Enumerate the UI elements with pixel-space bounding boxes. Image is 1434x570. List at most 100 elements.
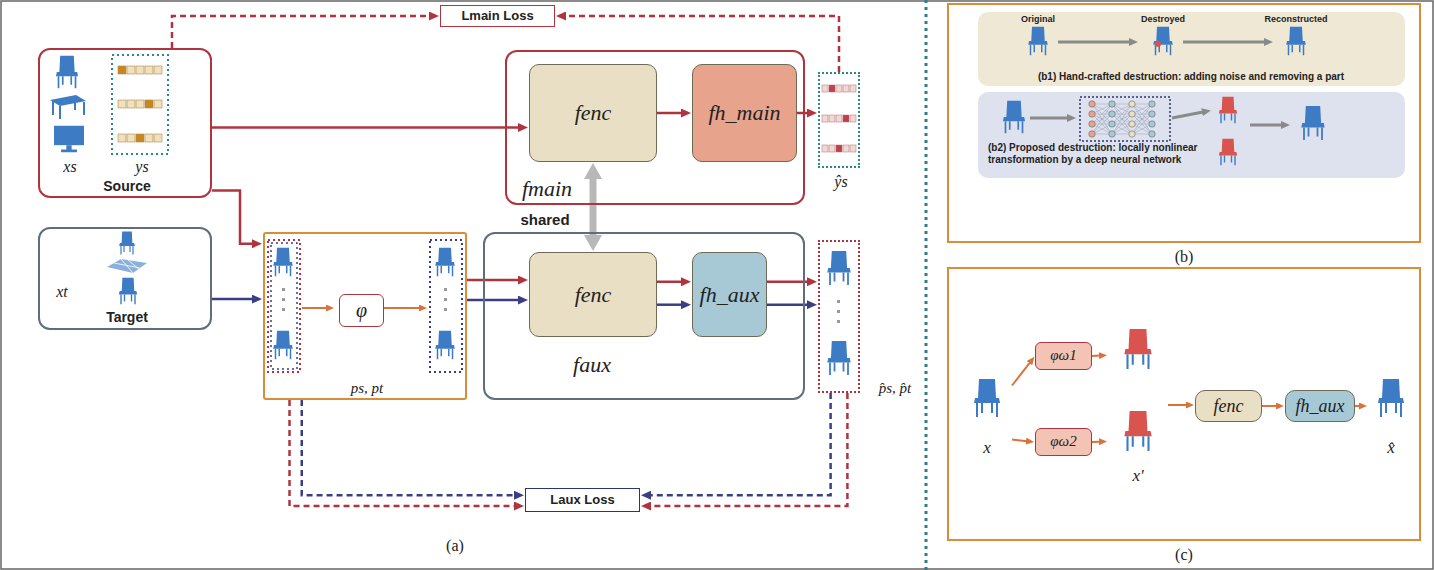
- panel-b: [1092, 104, 1112, 134]
- panel-b: [1132, 104, 1152, 134]
- method-band: OriginalDestroyedReconstructed(b1) Hand-…: [978, 12, 1405, 86]
- label-bars: [843, 145, 849, 152]
- panel-b: [1080, 97, 1170, 141]
- panel-c: [1124, 411, 1151, 451]
- prediction-box: ŷs: [818, 72, 860, 168]
- head-box: fh_main: [692, 64, 797, 162]
- node-text: fenc: [1214, 396, 1244, 417]
- panel-b: [1219, 97, 1237, 124]
- reconstruction-box: p̂s, p̂t: [818, 240, 860, 393]
- destruction-shapes: [282, 288, 285, 291]
- destroyed-shapes: x': [1108, 322, 1168, 488]
- node-text: Source: [103, 178, 150, 194]
- panel-b: [1058, 41, 1130, 44]
- label-bars: [154, 134, 162, 142]
- node-text: fh_main: [708, 100, 780, 125]
- label-bars: [829, 85, 835, 92]
- connector-arrow: [767, 303, 808, 306]
- label-bars: [850, 145, 856, 152]
- connector-arrow: [650, 393, 847, 506]
- connector-arrow: [212, 126, 519, 129]
- connector-arrow: [657, 303, 682, 306]
- panel-b: [1153, 27, 1173, 56]
- label-bars: [836, 115, 842, 122]
- connector-arrow: [467, 299, 519, 302]
- connector-arrow: [172, 16, 430, 48]
- label-bars: [836, 145, 842, 152]
- node-text: Laux Loss: [550, 493, 614, 508]
- panel-b: [1286, 27, 1306, 56]
- panel-b: [1149, 121, 1155, 127]
- target-shapes: [107, 259, 147, 273]
- panel-b: [1089, 101, 1095, 107]
- node-text: ys: [135, 158, 148, 176]
- panel-b: [1109, 111, 1115, 117]
- panel-b: [1132, 104, 1152, 134]
- method-band: (b2) Proposed destruction: locally nonli…: [978, 92, 1405, 178]
- connector-arrow: [1168, 404, 1187, 406]
- node-text: x̂: [1387, 438, 1395, 458]
- panel-b: [978, 12, 1405, 86]
- panel-b: [1301, 106, 1324, 140]
- connector-arrow: [657, 112, 682, 115]
- node-text: xt: [56, 283, 68, 301]
- node-text: Original: [1021, 14, 1055, 24]
- label-bars: [127, 100, 135, 108]
- connector-arrow: [590, 178, 597, 236]
- label-bars: [145, 100, 153, 108]
- connector-arrow: [1355, 405, 1360, 407]
- node-text: x: [983, 438, 991, 458]
- panel-b: [1183, 41, 1265, 44]
- destruction-shapes: [302, 307, 327, 309]
- panel-b: [1129, 101, 1135, 107]
- panel-c: [974, 379, 1000, 417]
- panel-b: [1129, 121, 1135, 127]
- panel-b: [1089, 121, 1095, 127]
- label-bars: [154, 66, 162, 74]
- node-text: (b1) Hand-crafted destruction: adding no…: [1038, 71, 1344, 83]
- label-bars: [843, 115, 849, 122]
- source-shapes: [50, 55, 168, 154]
- label-bars: [145, 66, 153, 74]
- connector-arrow: [650, 393, 831, 495]
- label-bars: [822, 85, 828, 92]
- loss-box: Laux Loss: [525, 488, 640, 512]
- node-text: φω2: [1050, 433, 1076, 450]
- panel-b: [1129, 131, 1135, 137]
- panel-c: [1378, 379, 1404, 417]
- reconstruction-shapes: [827, 341, 850, 375]
- panel-c: [1124, 329, 1151, 369]
- destruction-shapes: [444, 288, 447, 291]
- connector-arrow: [1012, 362, 1030, 385]
- panel-separator: [925, 0, 928, 570]
- node-text: Target: [106, 309, 148, 325]
- label-bars: [850, 115, 856, 122]
- loss-box: Lmain Loss: [440, 5, 555, 27]
- connector-arrow: [797, 112, 808, 115]
- destruction-shapes: [383, 307, 420, 309]
- destruction-shapes: [444, 308, 447, 311]
- connector-arrow: [1092, 441, 1100, 443]
- node-text: Lmain Loss: [461, 9, 533, 24]
- panel-b: [1109, 121, 1115, 127]
- node-text: φω1: [1050, 347, 1076, 364]
- label-bars: [136, 100, 144, 108]
- connector-arrow: [767, 281, 808, 284]
- label-bars: [850, 85, 856, 92]
- encoder-box: fenc: [1195, 390, 1262, 422]
- label-bars: [154, 100, 162, 108]
- panel-label: (a): [446, 537, 464, 555]
- panel-b: [1089, 101, 1155, 137]
- panel-b: [1089, 131, 1095, 137]
- target-panel: xtTarget: [38, 227, 212, 330]
- node-text: faux: [573, 352, 611, 377]
- reconstruction-shapes: [837, 320, 840, 323]
- reconstruction-shapes: [827, 251, 850, 375]
- label-bars: [118, 134, 126, 142]
- node-text: φ: [356, 299, 367, 322]
- panel-label: (b): [1175, 248, 1194, 266]
- label-bars: [145, 134, 153, 142]
- node-text: ps, pt: [351, 380, 384, 397]
- node-text: x': [1132, 466, 1143, 486]
